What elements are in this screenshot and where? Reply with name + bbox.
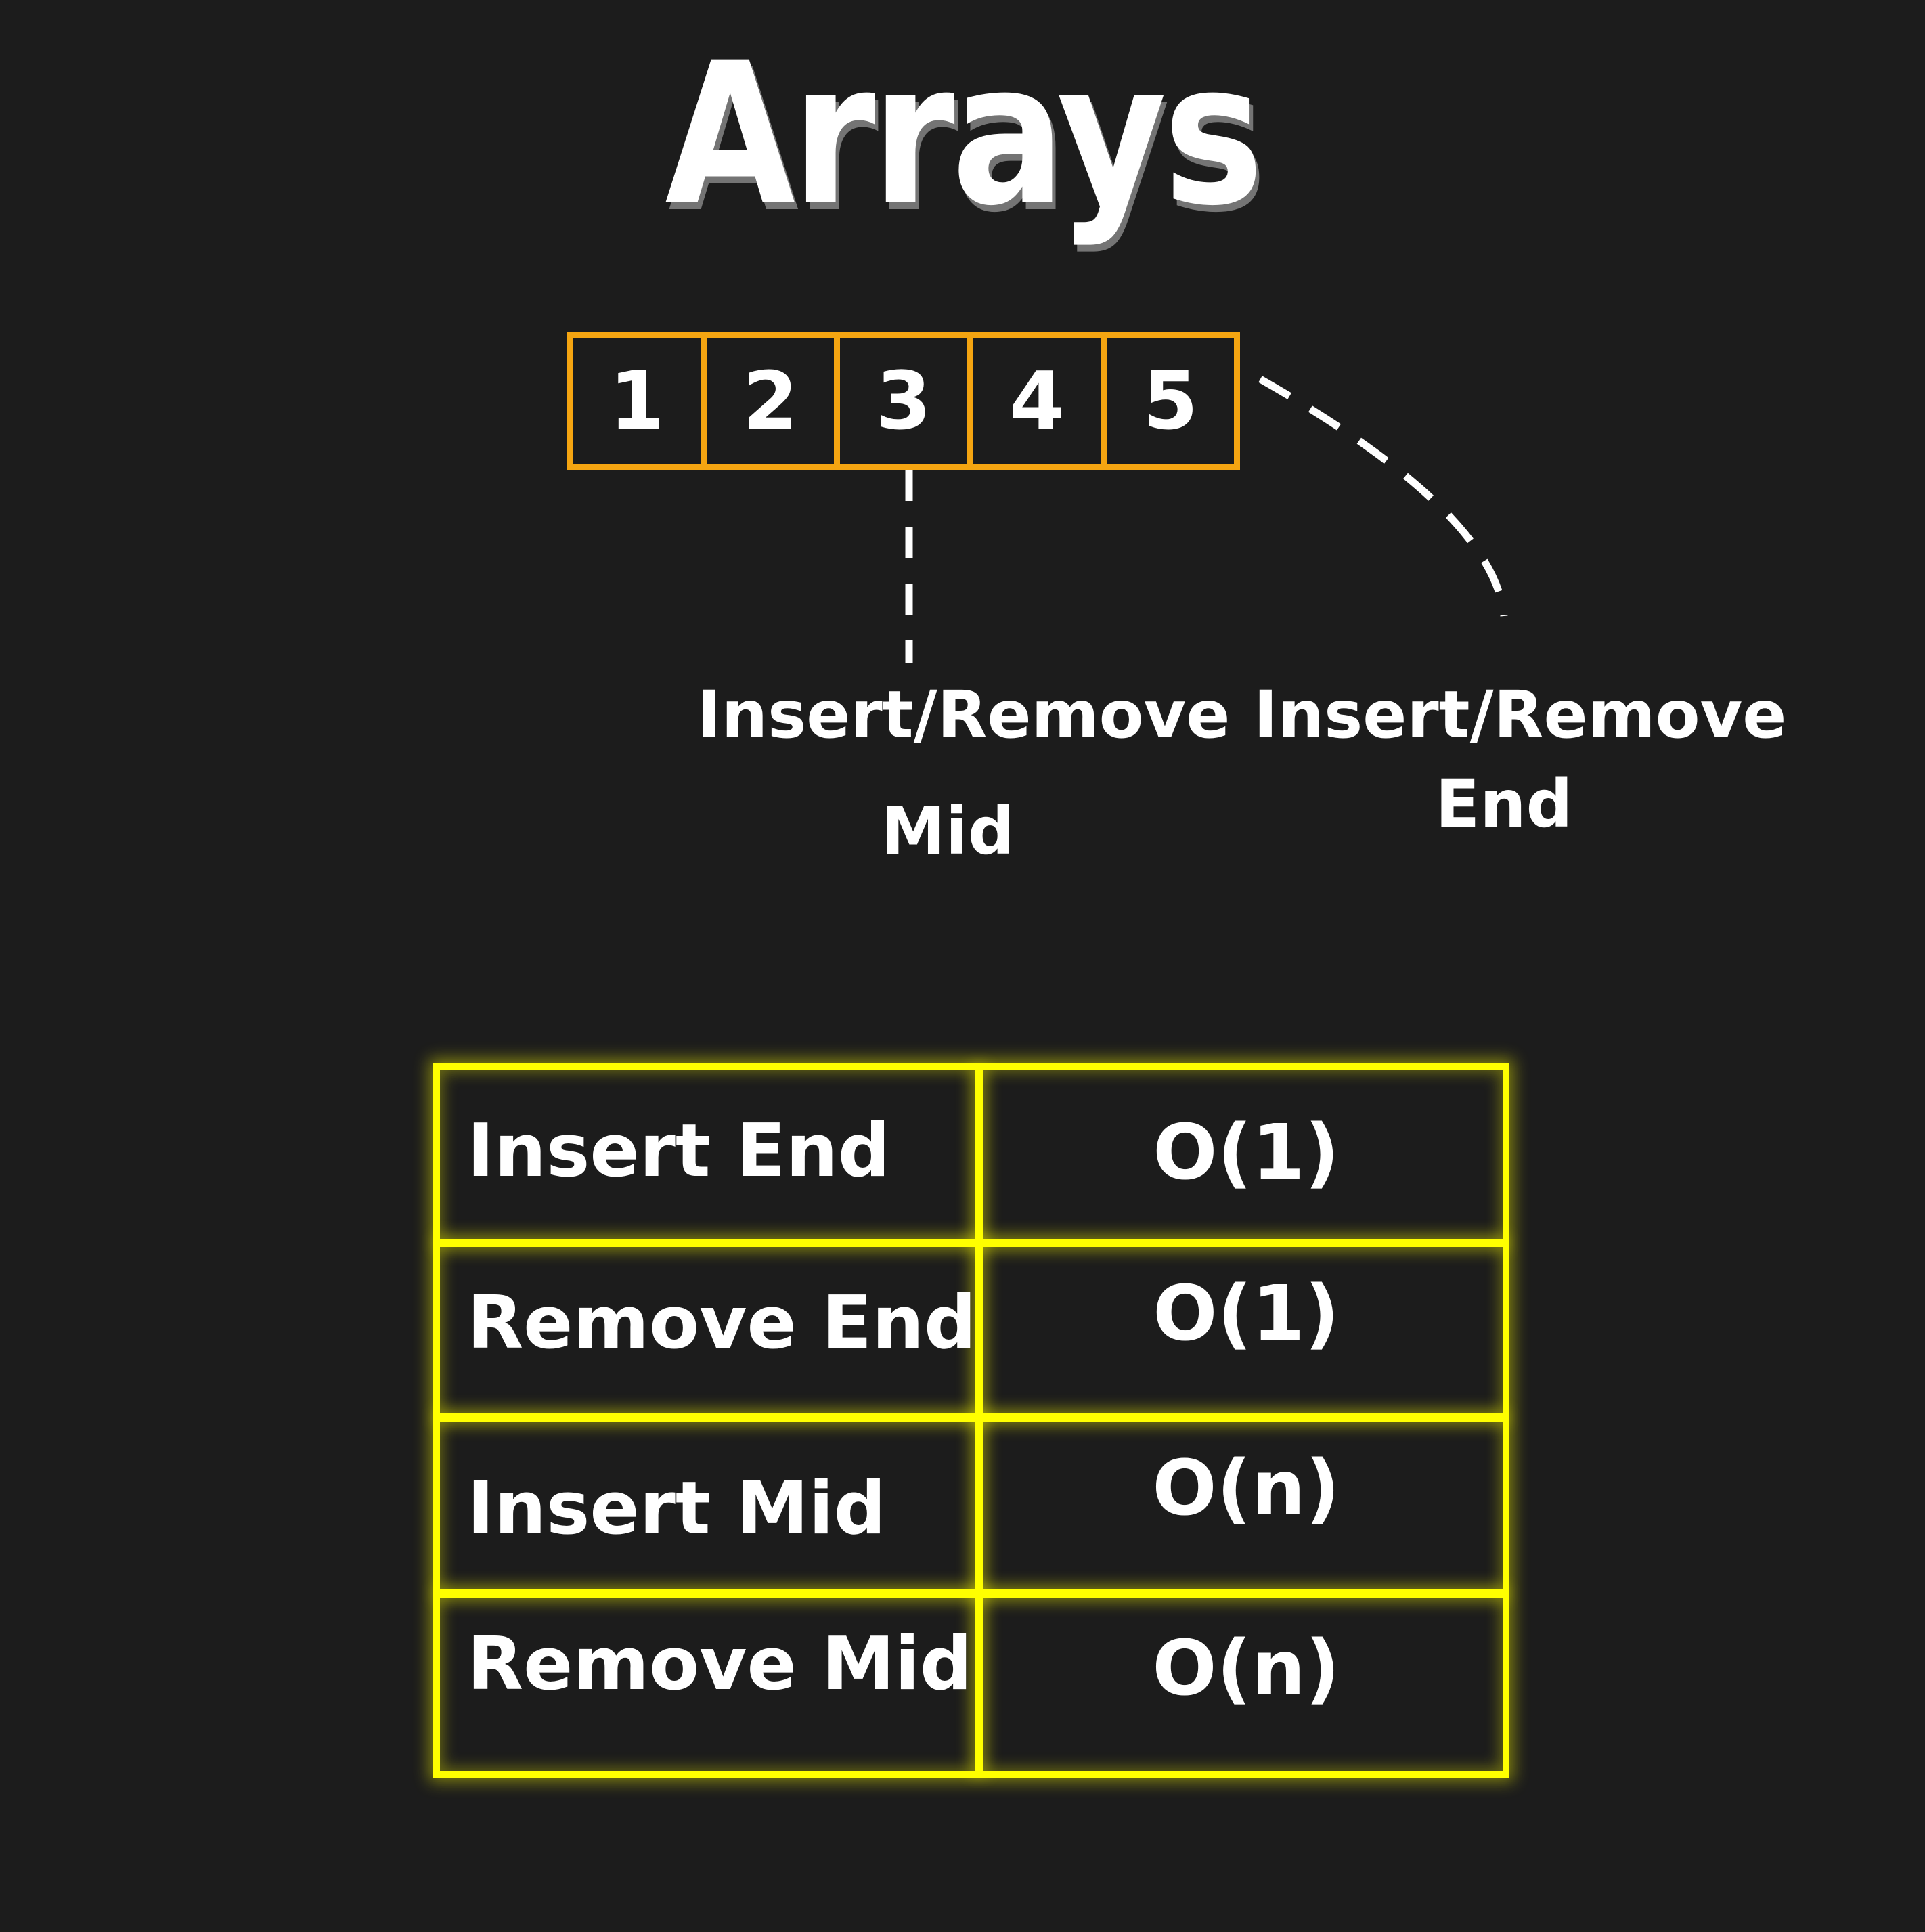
table-row: Remove Mid O(n) [440, 1594, 1503, 1770]
table-row: Insert End O(1) [440, 1070, 1503, 1246]
array-cell-2: 2 [701, 332, 840, 470]
table-row-divider [440, 1589, 1503, 1598]
array-cell-3: 3 [834, 332, 973, 470]
array-cell-4: 4 [967, 332, 1107, 470]
table-row: Insert Mid O(n) [440, 1418, 1503, 1594]
complexity-cell: O(1) [1153, 1270, 1340, 1358]
complexity-cell: O(1) [1153, 1109, 1340, 1197]
operation-cell: Insert End [467, 1109, 891, 1193]
array-cell-1: 1 [567, 332, 707, 470]
page-title: Arrays [665, 21, 1264, 249]
mid-label-line2: Mid [881, 793, 1015, 869]
array-cell-5: 5 [1101, 332, 1240, 470]
complexity-table: Insert End O(1) Remove End O(1) Insert M… [433, 1063, 1509, 1778]
end-label-line2: End [1435, 766, 1573, 842]
operation-cell: Remove Mid [467, 1622, 973, 1707]
table-row-divider [440, 1413, 1503, 1422]
table-row-divider [440, 1239, 1503, 1247]
mid-label-line1: Insert/Remove [697, 677, 1231, 753]
operation-cell: Remove End [467, 1281, 977, 1365]
complexity-cell: O(n) [1152, 1445, 1340, 1533]
end-label-line1: Insert/Remove [1254, 677, 1787, 753]
array-diagram: 1 2 3 4 5 [567, 332, 1240, 470]
complexity-cell: O(n) [1152, 1625, 1340, 1713]
end-dashed-connector [1258, 376, 1508, 617]
operation-cell: Insert Mid [467, 1466, 886, 1551]
table-row: Remove End O(1) [440, 1243, 1503, 1419]
